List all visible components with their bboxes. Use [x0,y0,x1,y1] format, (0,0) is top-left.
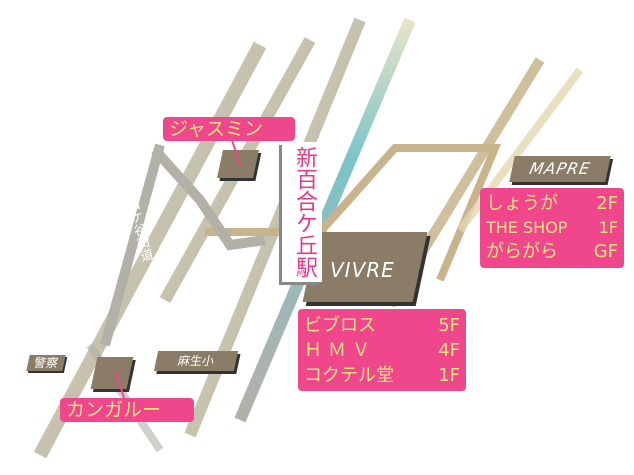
mapre-floor-row: しょうが 2F [486,192,618,216]
vivre-floor-row: ＨＭＶ 4F [304,338,460,363]
shop-name: がらがら [486,241,558,262]
vivre-floor-list: ビブロス 5F ＨＭＶ 4F コクテル堂 1F [298,309,466,391]
kangaroo-label: カンガルー [60,398,194,422]
floor-number: 4F [438,339,460,361]
road-grey-left [151,146,266,251]
floor-number: GF [593,241,618,262]
shop-name: しょうが [486,193,558,214]
shop-name: コクテル堂 [304,364,394,386]
vivre-floor-row: コクテル堂 1F [304,363,460,388]
mapre-floor-row: がらがら GF [486,240,618,264]
shop-name: THE SHOP [486,218,568,237]
road-diag-1 [33,41,267,459]
mapre-floor-list: しょうが 2F THE SHOP 1F がらがら GF [480,188,624,268]
shop-name: ビブロス [304,314,376,336]
jasmine-label: ジャスミン [163,117,295,141]
mapre-label: MAPRE [509,156,611,182]
floor-number: 1F [438,364,460,386]
school-label: 麻生小 [153,351,239,371]
road-grey-vertical [100,143,165,347]
station-label: 新百合ケ丘駅 [282,142,322,282]
shop-name: ＨＭＶ [304,339,376,361]
floor-number: 2F [596,193,618,214]
mapre-floor-row: THE SHOP 1F [486,216,618,240]
police-label: 警察 [26,355,66,371]
railway [234,17,416,423]
vivre-floor-row: ビブロス 5F [304,313,460,338]
floor-number: 5F [438,314,460,336]
floor-number: 1F [598,218,618,237]
vivre-label: VIVRE [330,258,395,282]
